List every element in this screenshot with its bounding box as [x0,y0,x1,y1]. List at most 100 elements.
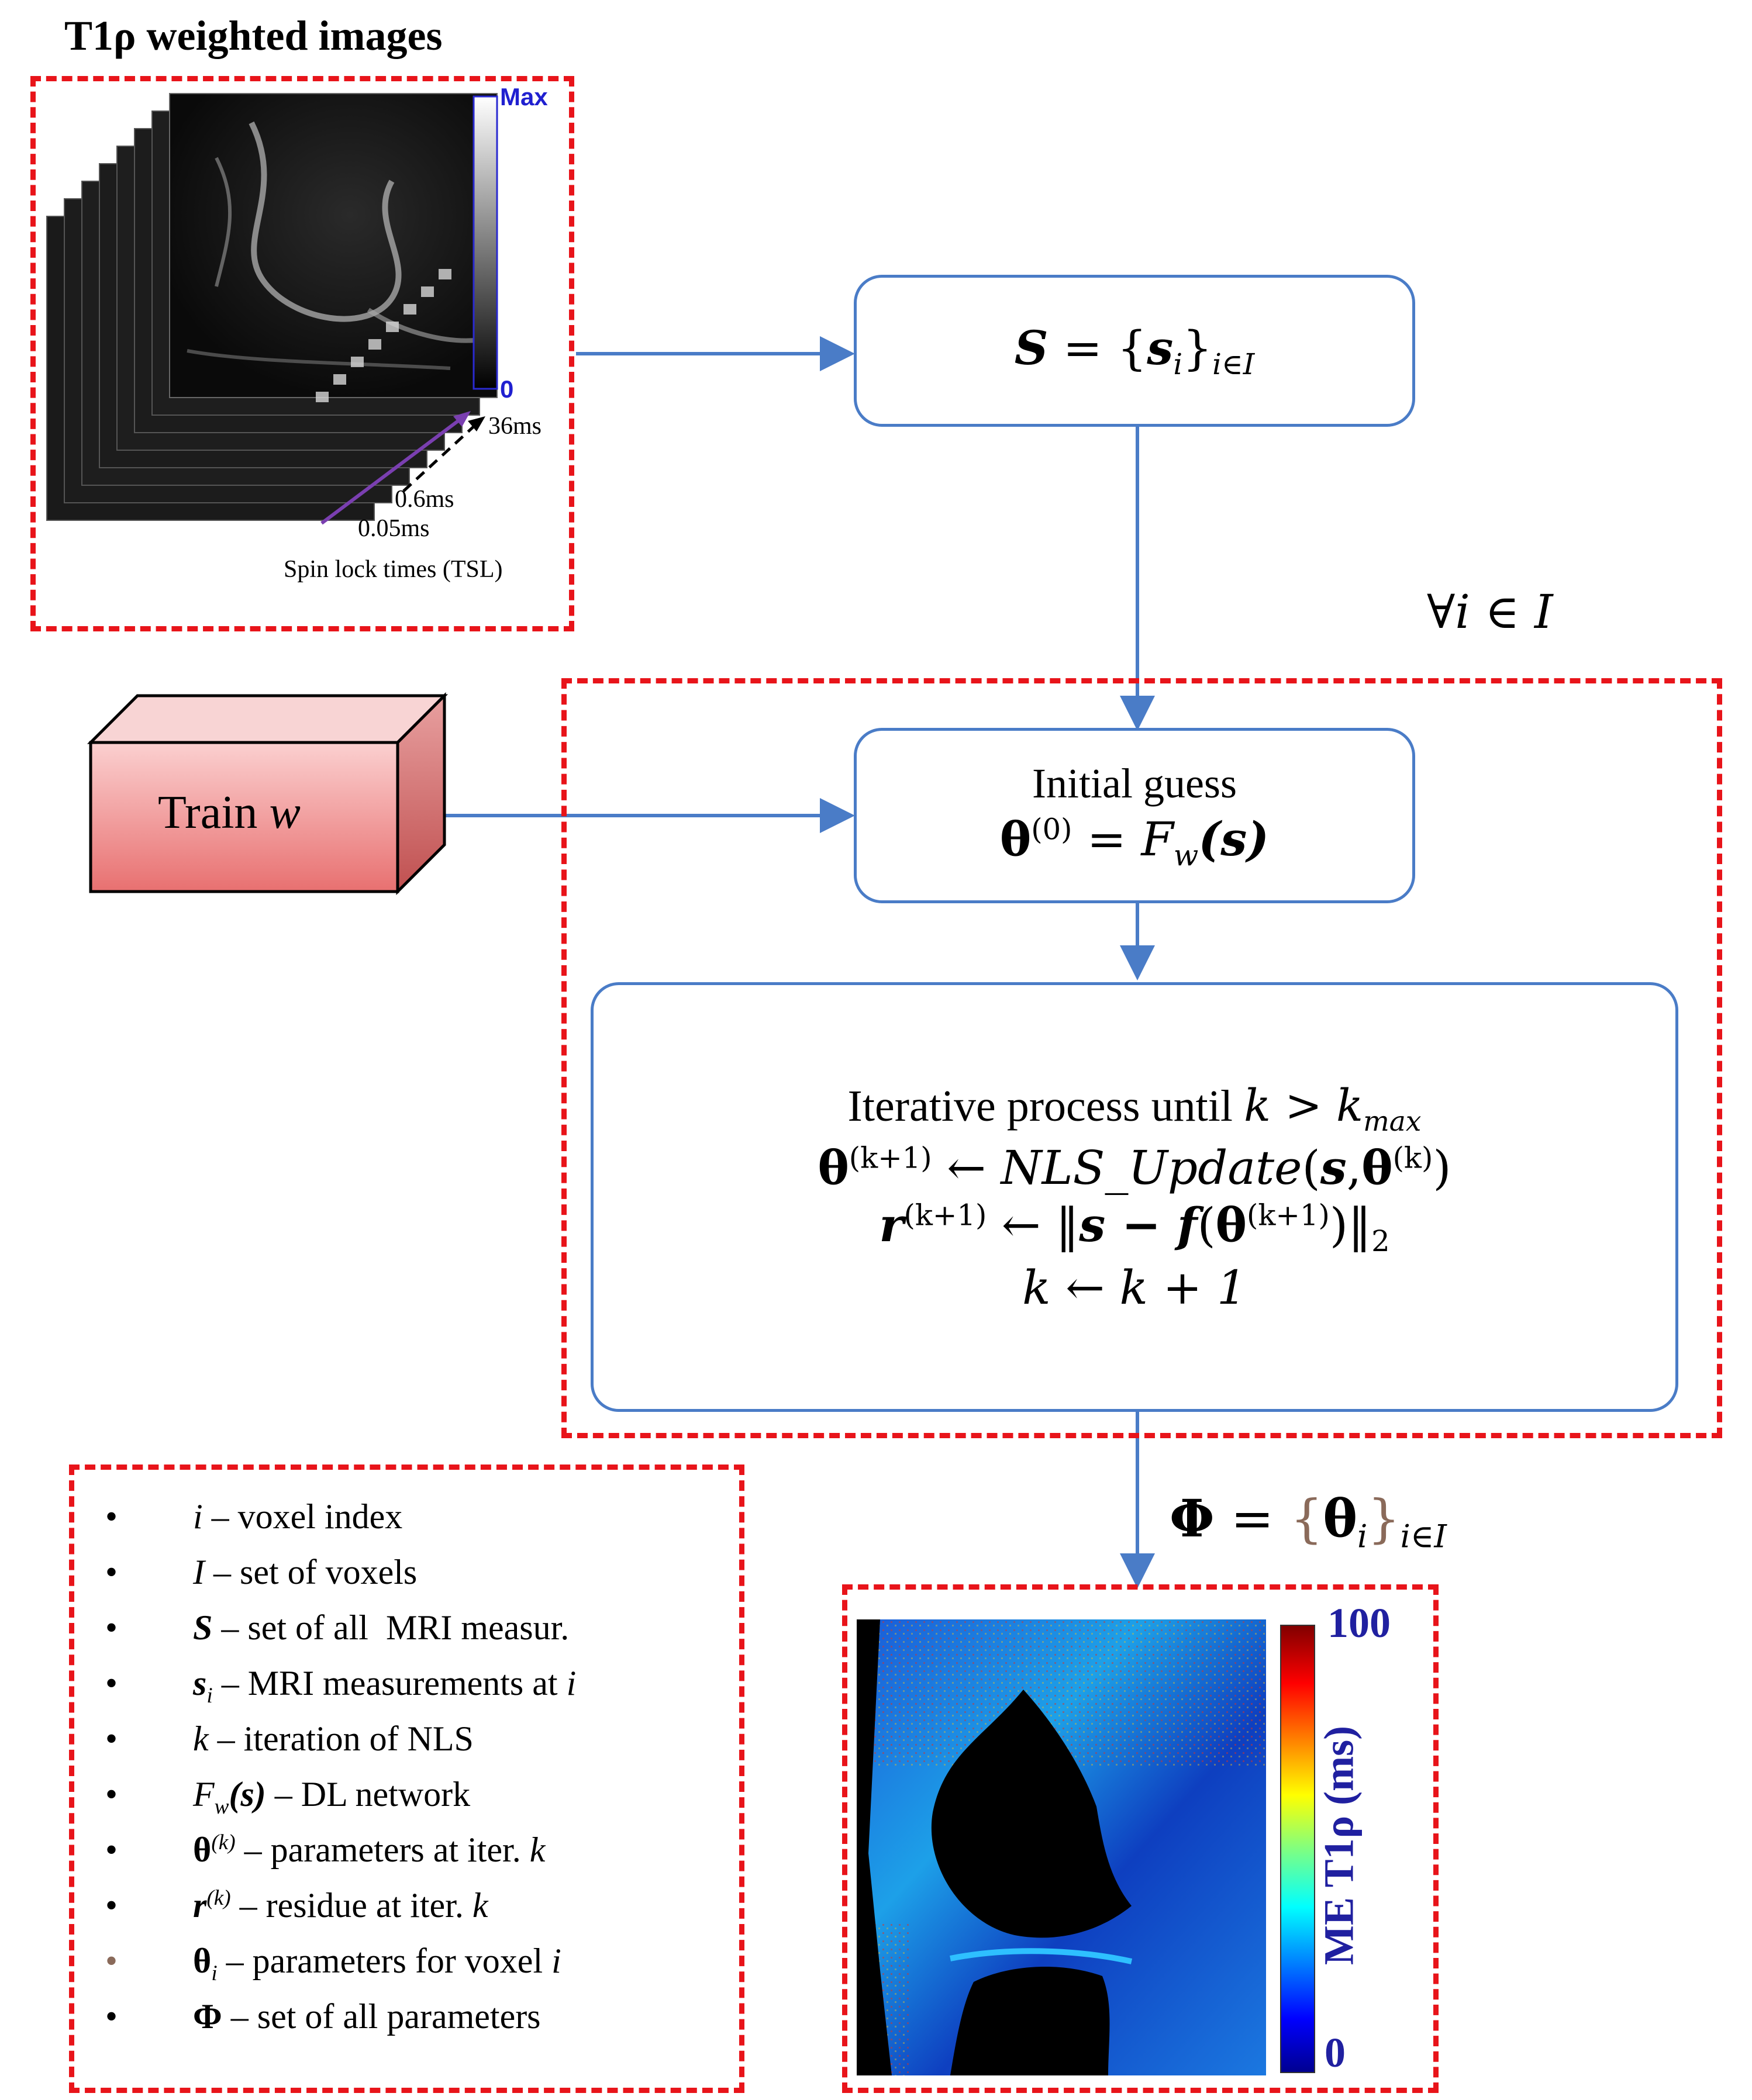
mri-image-stack [46,93,498,525]
t1rho-colorbar-label: ME T1ρ (ms) [1315,1725,1363,1966]
s-elem: s [1147,320,1174,375]
iter-paren-open: ( [1302,1140,1320,1195]
legend-bullet: • [105,1942,118,1980]
iter-line-2: θ(k+1) ← NLS_Update(s,θ(k)) [818,1140,1451,1195]
iter-theta2-sup: (k) [1392,1140,1433,1175]
norm-close: ‖ [1348,1197,1372,1252]
init-eq: = [1072,811,1141,866]
initial-guess-title: Initial guess [1032,759,1237,807]
phi-index: i∈I [1400,1517,1447,1555]
legend-sym: θ [193,1830,212,1869]
tsl-36ms: 36ms [488,413,542,440]
legend-frame [69,1465,744,2093]
iter-line1-gt: > [1271,1079,1337,1132]
femur-region [931,1690,1132,1938]
forall-label: ∀i ∈ I [1427,585,1553,639]
legend-tail: k [472,1886,488,1925]
legend-tail: i [566,1664,577,1702]
legend-bullet: • [105,1775,118,1814]
legend-sym-sup: (k) [211,1830,236,1854]
phi-symbol: Φ [1170,1488,1215,1549]
iter-line-3: r(k+1) ← ‖s − f(θ(k+1))‖2 [879,1197,1389,1258]
t1rho-map-image [857,1619,1266,2075]
s-brace-close: } [1182,321,1213,375]
stack-slices [46,93,498,521]
legend-desc: – set of all parameters [222,1997,541,2036]
legend-sym-sub: i [206,1684,213,1708]
t1rho-colorbar-max: 100 [1327,1600,1391,1646]
legend-desc: – DL network [265,1775,471,1814]
norm-open: ‖ [1056,1197,1080,1252]
iter-line1-text: Iterative process until [847,1082,1244,1131]
s-set-symbol: S [1014,320,1049,375]
train-box [87,692,449,896]
legend-sym: k [193,1719,209,1758]
legend-bullet: • [105,1664,118,1702]
iter-theta: θ [818,1139,849,1195]
norm-sub: 2 [1371,1224,1390,1258]
init-theta-sup: (0) [1031,811,1072,846]
legend-bullet: • [105,1719,118,1758]
t1rho-colorbar [1280,1625,1315,2073]
legend-bullet: • [105,1830,118,1869]
init-F: F [1141,811,1174,866]
initial-guess-box: Initial guess θ(0) = Fw(s) [854,728,1415,903]
t1rho-colorbar-min: 0 [1325,2029,1346,2076]
init-F-sub: w [1173,838,1199,872]
iter-paren-close: ) [1433,1140,1451,1195]
iter-r: r [879,1197,904,1252]
iter-line1-kmax-sub: max [1363,1105,1422,1138]
iteration-frame [561,678,1722,1438]
legend-bullet: • [105,1553,118,1591]
mri-panel-frame [30,76,574,631]
legend-sym: Φ [193,1997,222,2036]
iter-line1-kmax: k [1336,1079,1364,1132]
iter-theta-sup: (k+1) [849,1140,932,1175]
phi-label: Φ = {θi}i∈I [1170,1488,1447,1555]
s-brace-open: { [1117,321,1147,375]
iter-s: s [1320,1139,1347,1195]
legend-sym: F [193,1775,215,1814]
legend-bullet: • [105,1608,118,1647]
t1rho-map-frame [842,1584,1439,2093]
legend-bullet: • [105,1886,118,1925]
legend-bullet: • [105,1497,118,1536]
legend-sym: θ [193,1942,212,1980]
legend-desc: – MRI measurements at [212,1664,567,1702]
phi-theta-sub: i [1357,1517,1368,1555]
s-elem-sub: i [1173,347,1183,381]
legend-sym: I [193,1553,205,1591]
mri-colorbar [473,95,498,390]
legend-desc: – parameters for voxel [217,1942,552,1980]
legend-bullet: • [105,1997,118,2036]
tsl-solid-arrow [320,416,463,525]
s-box: S = {si}i∈I [854,275,1415,427]
train-label: Train w [158,786,301,840]
legend-desc: – parameters at iter. [235,1830,530,1869]
iter-norm-s: s [1079,1197,1106,1252]
legend-desc: – set of all MRI measur. [212,1608,570,1647]
init-theta: θ [999,811,1032,866]
mri-panel-title: T1ρ weighted images [64,12,443,59]
iter-f: f [1177,1197,1198,1252]
phi-theta: θ [1323,1488,1358,1549]
legend-sym: s [193,1664,207,1702]
init-arg: (s) [1198,811,1270,866]
iter-f-theta-sup: (k+1) [1247,1197,1330,1232]
legend-sym-tail: (s) [229,1775,266,1814]
legend-sym: r [193,1886,207,1925]
iter-line-1: Iterative process until k > kmax [848,1079,1422,1137]
train-var: w [269,787,301,838]
tsl-caption: Spin lock times (TSL) [284,556,503,583]
iter-f-theta: θ [1215,1197,1247,1252]
iter-f-close: ) [1329,1197,1349,1252]
legend-sym: i [193,1497,203,1536]
s-index: i∈I [1212,347,1255,381]
mri-colorbar-max: Max [500,83,548,110]
iter-line-4: k ← k + 1 [1022,1260,1247,1315]
legend-desc: – iteration of NLS [208,1719,474,1758]
iter-minus: − [1105,1197,1178,1252]
s-eq: = [1063,321,1102,375]
train-text: Train [158,787,258,838]
